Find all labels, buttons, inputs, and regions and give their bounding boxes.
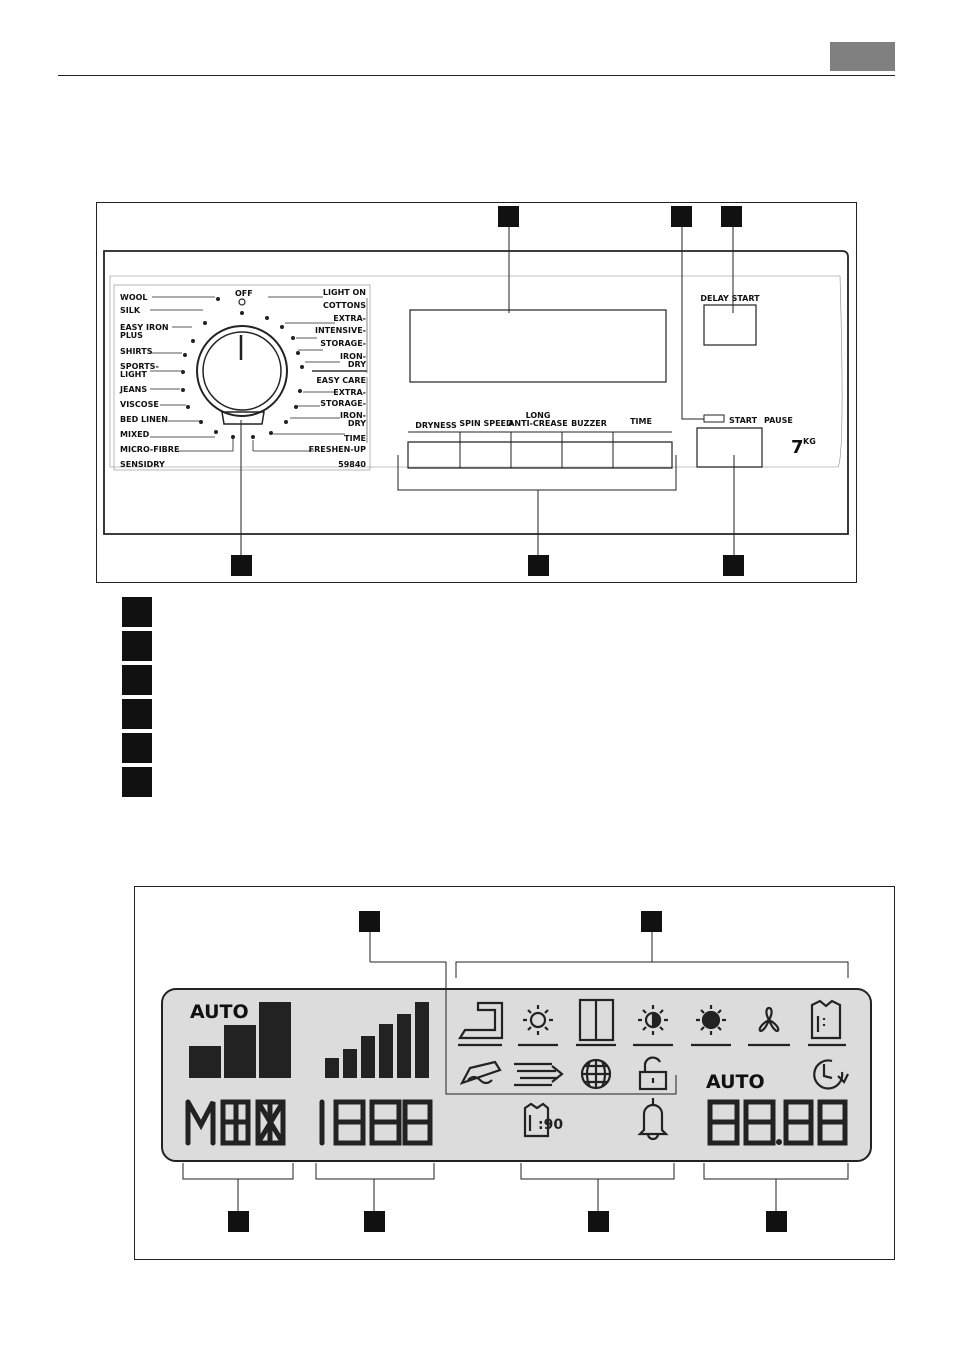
time-delay-icon <box>813 1059 849 1090</box>
callout-marker <box>721 206 742 227</box>
prog-freshen-up: FRESHEN-UP <box>309 445 367 454</box>
prog-silk: SILK <box>120 306 141 315</box>
time-segment-display <box>707 1099 848 1146</box>
speed-segment-display <box>319 1099 433 1146</box>
callout-marker <box>641 911 662 932</box>
prog-iron-1: IRON- <box>340 352 366 361</box>
prog-extra-2: EXTRA- <box>333 388 366 397</box>
dryness-bars <box>189 1002 291 1078</box>
callout-marker <box>671 206 692 227</box>
prog-easy-iron: EASY IRON <box>120 323 169 332</box>
prog-intensive: INTENSIVE- <box>315 326 366 335</box>
prog-time: TIME <box>344 434 366 443</box>
legend-marker <box>122 665 152 695</box>
globe-icon <box>580 1058 612 1090</box>
prog-wool: WOOL <box>120 293 148 302</box>
prog-storage-1: STORAGE- <box>320 339 366 348</box>
prog-dry-2: DRY <box>348 419 366 428</box>
pause-label: PAUSE <box>764 416 793 425</box>
btn-time-label: TIME <box>630 417 652 426</box>
legend-marker <box>122 597 152 627</box>
btn-spin-label: SPIN SPEED <box>459 419 513 428</box>
callout-marker <box>364 1211 385 1232</box>
prog-cottons: COTTONS <box>323 301 366 310</box>
header-rule <box>58 75 895 76</box>
prog-sports: SPORTS- <box>120 362 159 371</box>
callout-marker <box>723 555 744 576</box>
full-sun-icon <box>691 1005 731 1047</box>
btn-long-label: LONG <box>526 411 551 420</box>
callout-marker <box>228 1211 249 1232</box>
prog-dry-1: DRY <box>348 360 366 369</box>
iron-steam-icon <box>459 1060 502 1085</box>
prog-mixed: MIXED <box>120 430 150 439</box>
prog-bed-linen: BED LINEN <box>120 415 168 424</box>
legend-marker <box>122 733 152 763</box>
legend-marker <box>122 631 152 661</box>
prog-viscose: VISCOSE <box>120 400 159 409</box>
prog-jeans: JEANS <box>119 385 147 394</box>
page-tab <box>830 42 895 71</box>
iron-icon <box>458 1001 504 1047</box>
off-label: OFF <box>235 289 253 298</box>
callout-marker <box>528 555 549 576</box>
callout-marker <box>359 911 380 932</box>
prog-extra-1: EXTRA- <box>333 314 366 323</box>
callout-marker <box>766 1211 787 1232</box>
wardrobe-icon <box>576 998 616 1047</box>
callout-marker <box>588 1211 609 1232</box>
capacity-number: 7 <box>791 437 804 458</box>
prog-micro-fibre: MICRO-FIBRE <box>120 445 179 454</box>
spin-lines-icon <box>514 1062 564 1087</box>
delay-start-label: DELAY START <box>700 294 760 303</box>
unlock-icon <box>638 1056 668 1091</box>
btn-buzzer-label: BUZZER <box>571 419 607 428</box>
prog-light: LIGHT <box>120 370 147 379</box>
shirt-count-icon <box>523 1102 550 1138</box>
legend-marker <box>122 699 152 729</box>
prog-light-on: LIGHT ON <box>323 288 366 297</box>
half-sun-icon <box>633 1005 673 1047</box>
btn-anticrease-label: ANTI-CREASE <box>508 419 568 428</box>
brand-label: SENSIDRY <box>120 460 165 469</box>
fan-icon <box>748 1006 790 1047</box>
auto-left-label: AUTO <box>190 1001 249 1023</box>
callout-marker <box>498 206 519 227</box>
btn-dryness-label: DRYNESS <box>415 421 457 430</box>
legend-marker <box>122 767 152 797</box>
auto-right-label: AUTO <box>706 1071 765 1093</box>
prog-plus: PLUS <box>120 331 143 340</box>
prog-storage-2: STORAGE- <box>320 399 366 408</box>
left-segment-display <box>185 1099 286 1146</box>
shirt-icon <box>808 999 846 1047</box>
shirt-count-digits: :90 <box>538 1117 563 1133</box>
model-label: 59840 <box>338 460 366 469</box>
callout-marker <box>231 555 252 576</box>
prog-iron-2: IRON- <box>340 411 366 420</box>
prog-easy-care: EASY CARE <box>316 376 366 385</box>
start-label: START <box>729 416 758 425</box>
capacity-unit: KG <box>803 437 816 446</box>
prog-shirts: SHIRTS <box>120 347 153 356</box>
spin-bars <box>325 1002 429 1078</box>
sun-small-icon <box>518 1005 558 1047</box>
bell-icon <box>637 1098 669 1141</box>
